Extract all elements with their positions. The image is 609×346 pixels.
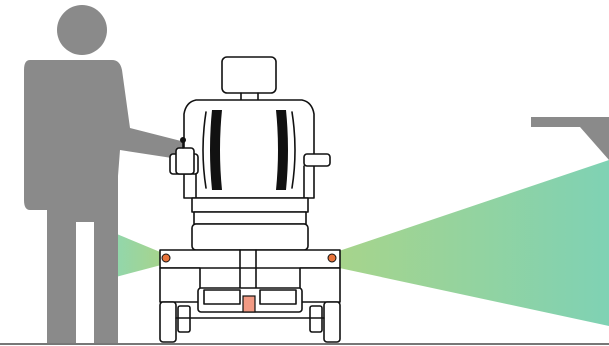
sensor-dot-icon [161,253,171,263]
right-sensor-beam [330,160,609,326]
center-light-icon [242,295,256,313]
sensor-dot-icon [327,253,337,263]
standing-person-icon [24,5,185,344]
left-sensor-beam [112,232,165,278]
table-icon [531,117,609,160]
power-wheelchair-icon [159,56,341,343]
